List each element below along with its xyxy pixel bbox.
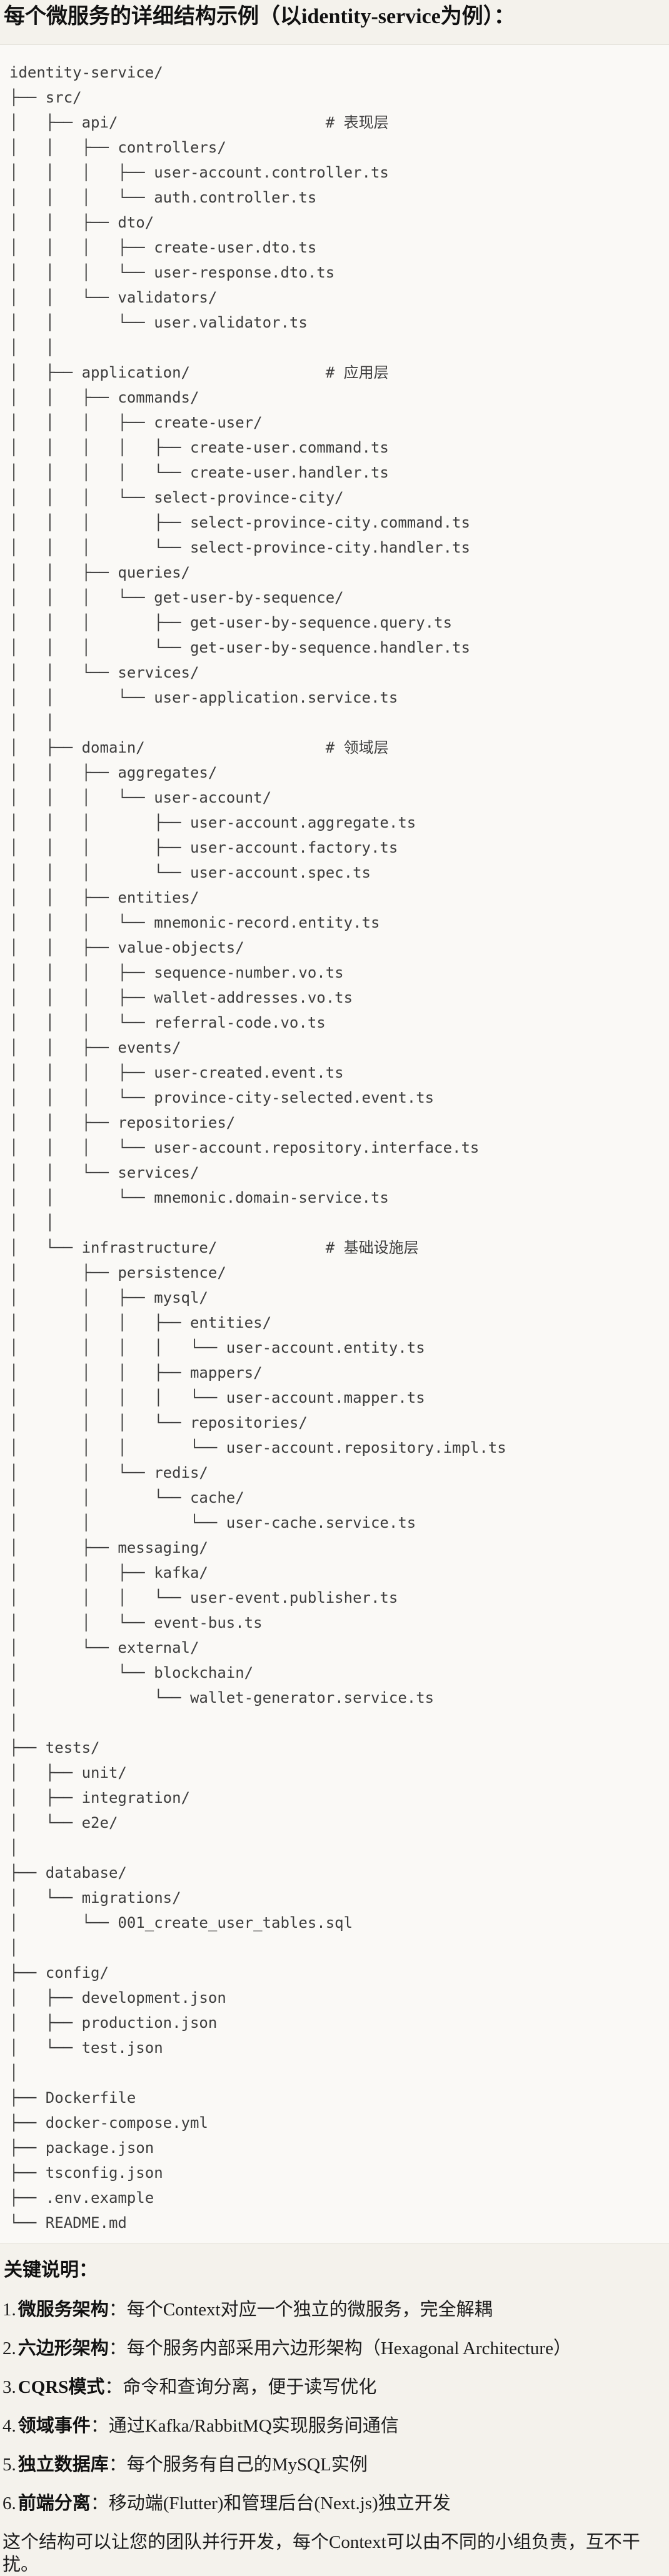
- note-number: 5.: [3, 2455, 16, 2475]
- note-term: 独立数据库: [18, 2455, 109, 2475]
- note-text: ：每个服务有自己的MySQL实例: [108, 2455, 368, 2475]
- note-number: 2.: [3, 2338, 16, 2358]
- note-item-4: 4.领域事件：通过Kafka/RabbitMQ实现服务间通信: [3, 2415, 663, 2437]
- note-number: 4.: [3, 2416, 16, 2436]
- note-term: 微服务架构: [18, 2300, 109, 2320]
- note-term: 前端分离: [18, 2493, 91, 2513]
- note-item-2: 2.六边形架构：每个服务内部采用六边形架构（Hexagonal Architec…: [3, 2337, 663, 2360]
- note-text: ：命令和查询分离，便于读写优化: [104, 2377, 377, 2397]
- note-item-3: 3.CQRS模式：命令和查询分离，便于读写优化: [3, 2376, 663, 2398]
- note-number: 3.: [3, 2377, 16, 2397]
- note-text: ：通过Kafka/RabbitMQ实现服务间通信: [90, 2416, 399, 2436]
- note-item-1: 1.微服务架构：每个Context对应一个独立的微服务，完全解耦: [3, 2298, 663, 2321]
- closing-paragraph: 这个结构可以让您的团队并行开发，每个Context可以由不同的小组负责，互不干扰…: [3, 2532, 640, 2575]
- note-text: ：每个Context对应一个独立的微服务，完全解耦: [108, 2300, 493, 2320]
- note-item-5: 5.独立数据库：每个服务有自己的MySQL实例: [3, 2453, 663, 2476]
- note-item-6: 6.前端分离：移动端(Flutter)和管理后台(Next.js)独立开发: [3, 2492, 663, 2515]
- note-term: CQRS模式: [18, 2377, 105, 2397]
- note-number: 6.: [3, 2493, 16, 2513]
- directory-tree-code-block: identity-service/ ├── src/ │ ├── api/ # …: [0, 44, 669, 2243]
- page-title: 每个微服务的详细结构示例（以identity-service为例）：: [4, 5, 515, 28]
- key-notes-section: 关键说明： 1.微服务架构：每个Context对应一个独立的微服务，完全解耦 2…: [0, 2258, 669, 2576]
- note-term: 六边形架构: [18, 2338, 109, 2358]
- key-notes-heading: 关键说明：: [4, 2260, 98, 2280]
- directory-tree: identity-service/ ├── src/ │ ├── api/ # …: [9, 64, 506, 2232]
- note-term: 领域事件: [18, 2416, 91, 2436]
- note-text: ：移动端(Flutter)和管理后台(Next.js)独立开发: [90, 2493, 451, 2513]
- note-number: 1.: [3, 2300, 16, 2320]
- note-text: ：每个服务内部采用六边形架构（Hexagonal Architecture）: [108, 2338, 571, 2358]
